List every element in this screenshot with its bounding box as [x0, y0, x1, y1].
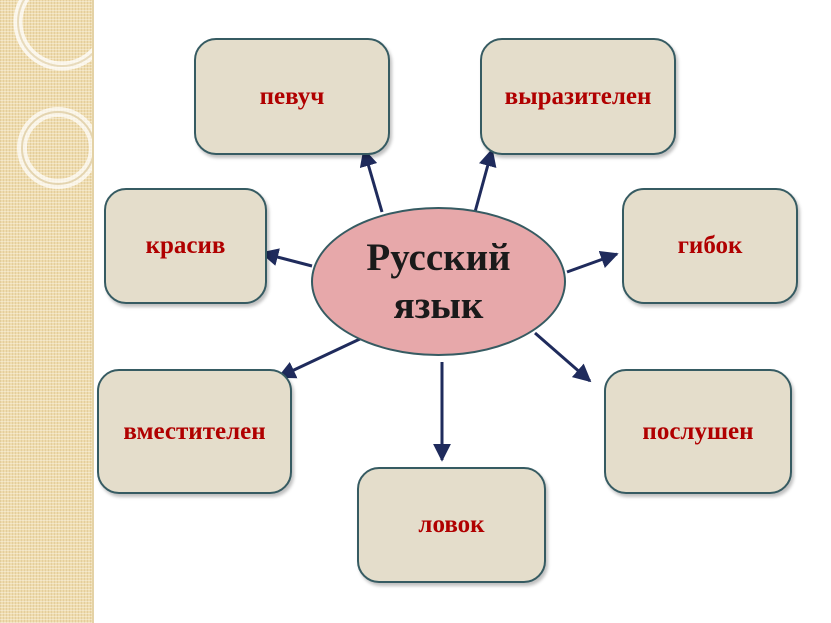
node-lovok: ловок — [357, 467, 546, 583]
arrow-to-krasiv — [260, 248, 313, 268]
node-gibok: гибок — [622, 188, 798, 304]
node-vmestitelen-label: вместителен — [123, 417, 266, 445]
arrow-to-poslushen — [534, 331, 592, 383]
node-poslushen: послушен — [604, 369, 792, 494]
node-gibok-label: гибок — [677, 232, 743, 259]
node-pevuch: певуч — [194, 38, 390, 155]
node-lovok-label: ловок — [418, 511, 485, 538]
node-krasiv-label: красив — [145, 232, 226, 259]
center-line1: Русский — [366, 235, 511, 279]
arrow-to-pevuch — [359, 148, 384, 213]
decorative-rings — [13, 0, 92, 189]
arrow-to-vyrazitelen — [473, 148, 497, 213]
center-line2: язык — [393, 283, 484, 327]
node-poslushen-label: послушен — [642, 417, 754, 445]
node-vmestitelen: вместителен — [97, 369, 292, 494]
decorative-side-strip — [0, 0, 94, 623]
node-vyrazitelen: выразителен — [480, 38, 676, 155]
node-vyrazitelen-label: выразителен — [504, 82, 652, 110]
arrow-to-gibok — [566, 251, 619, 274]
center-node: Русский язык — [311, 207, 566, 356]
node-krasiv: красив — [104, 188, 267, 304]
node-pevuch-label: певуч — [259, 82, 325, 110]
arrow-to-vmestitelen — [277, 336, 363, 379]
